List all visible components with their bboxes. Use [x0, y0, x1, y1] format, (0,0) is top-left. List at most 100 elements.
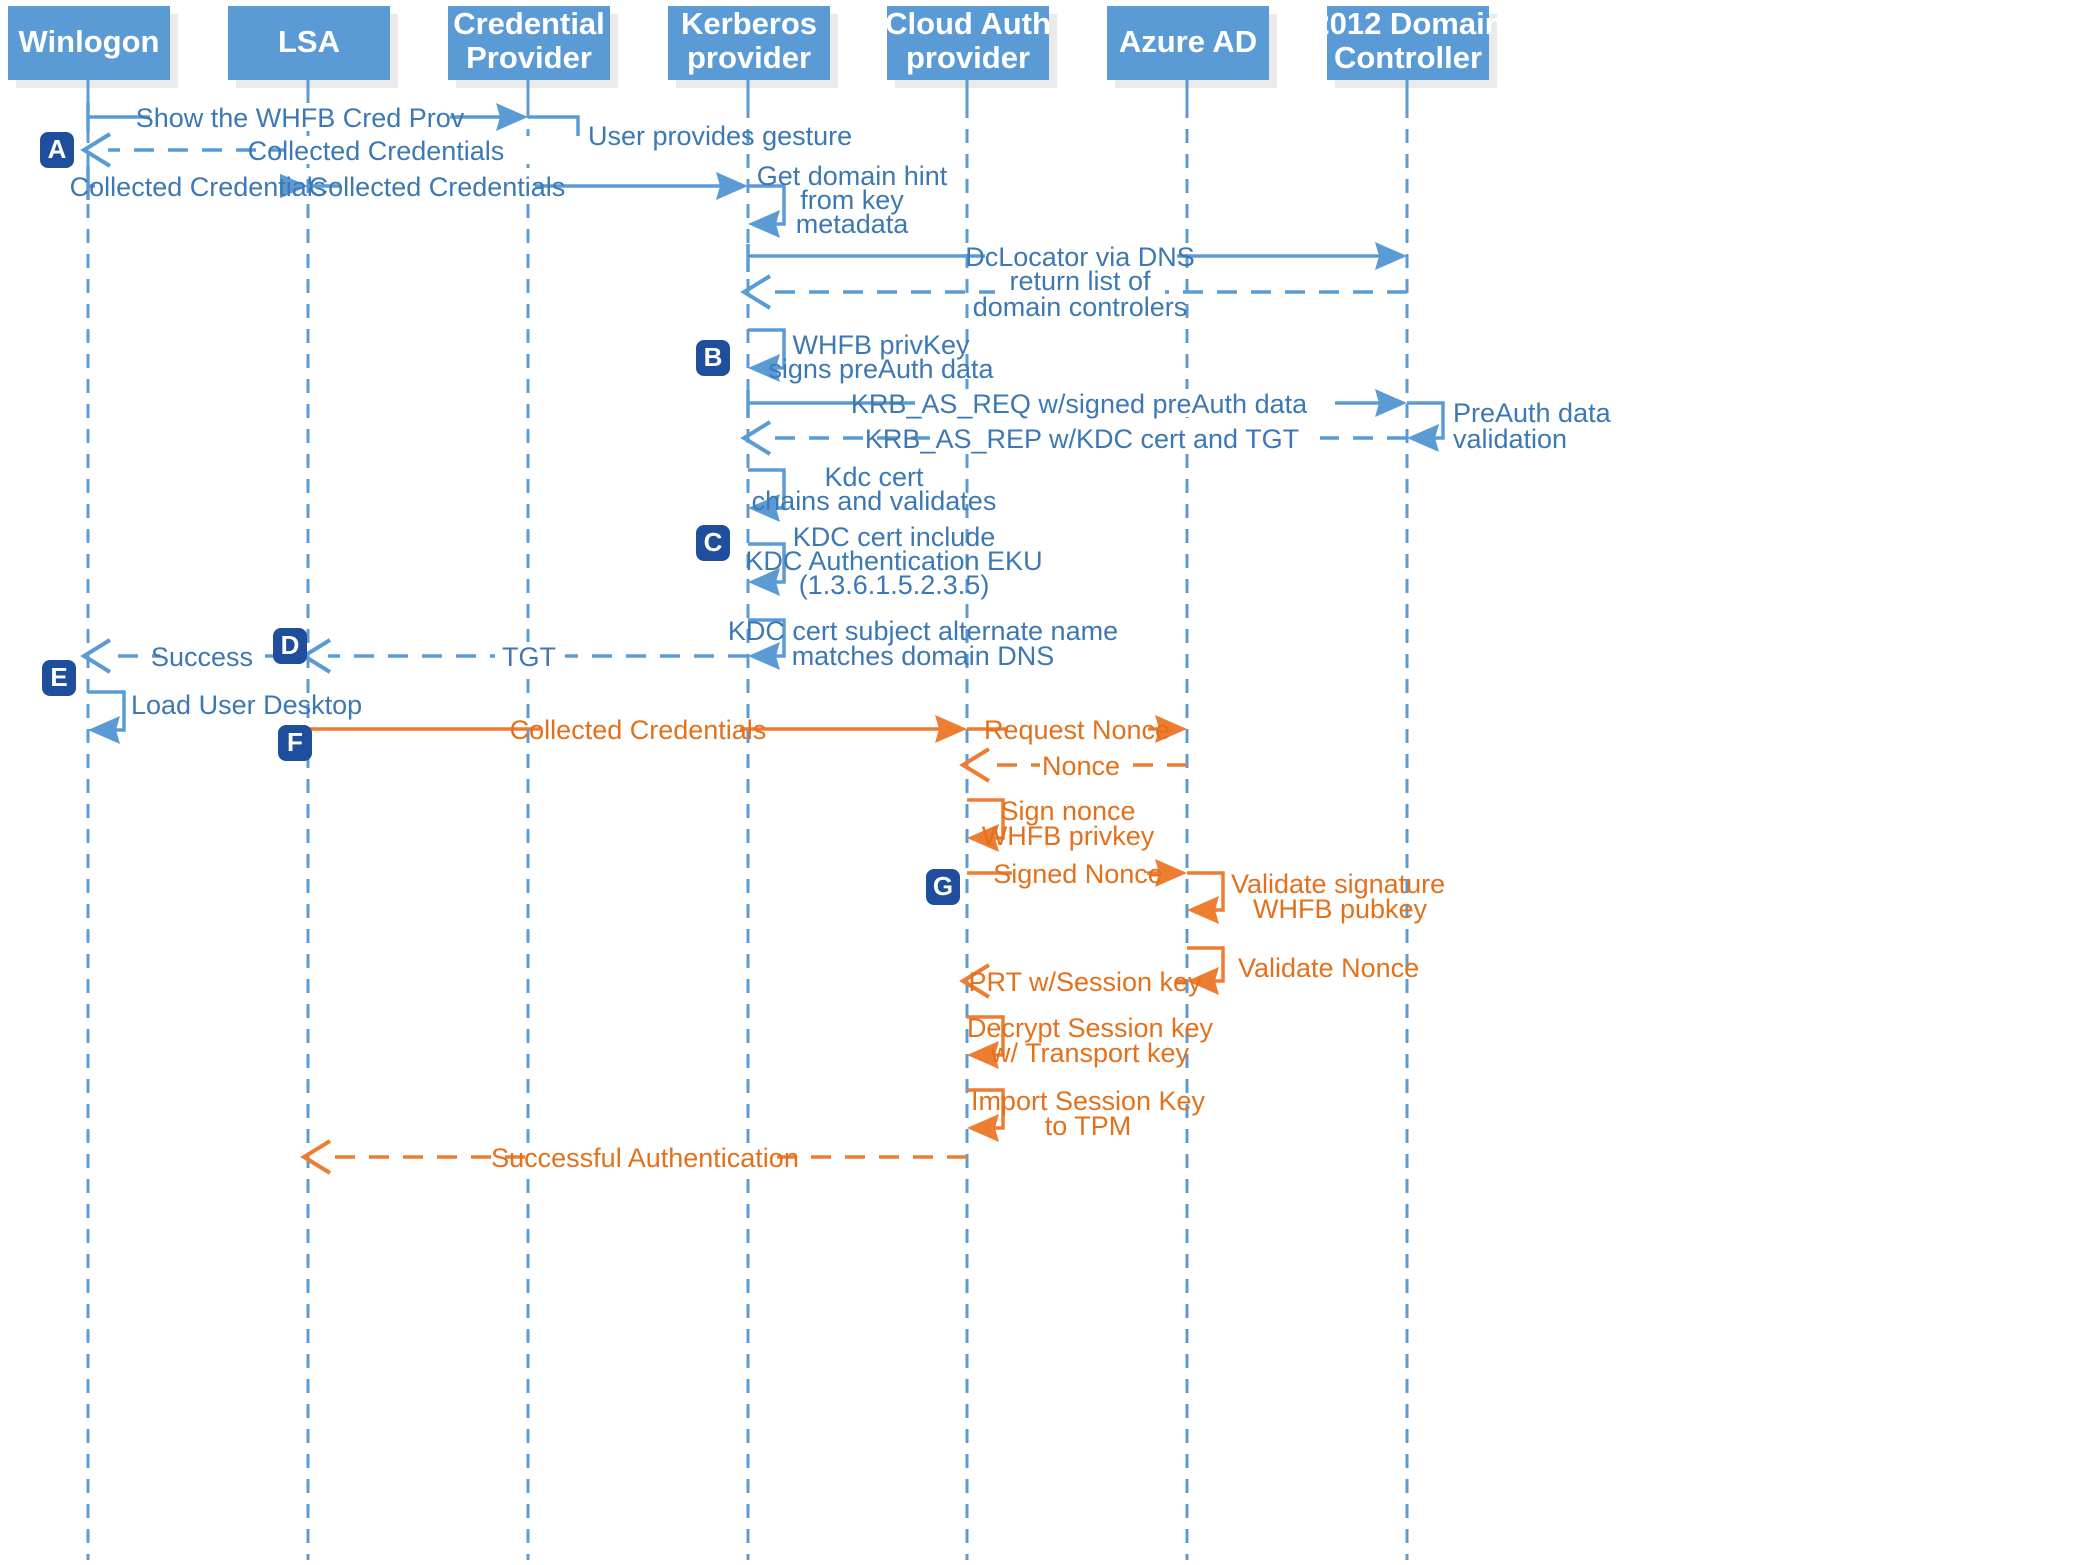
- message-successful-authentication[interactable]: Successful Authentication: [300, 1139, 967, 1175]
- message-success[interactable]: Success: [80, 638, 308, 674]
- msg-label-signed-nonce: Signed Nonce: [993, 859, 1163, 889]
- msg-label-kdc-san-l1: KDC cert subject alternate name: [728, 616, 1118, 646]
- lifeline-header-kerberos-provider[interactable]: Kerberos provider: [668, 6, 838, 88]
- lifeline-label-kerberos-line2: provider: [687, 40, 811, 75]
- arrowhead-left-open: [300, 1139, 332, 1175]
- message-krb-as-req[interactable]: KRB_AS_REQ w/signed preAuth data: [746, 389, 1407, 419]
- msg-label-kdc-eku-l2: KDC Authentication EKU: [745, 546, 1042, 576]
- step-badge-f[interactable]: F: [278, 725, 312, 761]
- arrowhead-left-open: [740, 274, 772, 310]
- arrowhead-left: [1187, 896, 1219, 924]
- msg-self-path: [748, 618, 786, 658]
- message-nonce[interactable]: Nonce: [959, 747, 1187, 783]
- message-request-nonce[interactable]: Request Nonce: [967, 715, 1187, 745]
- step-badge-e[interactable]: E: [42, 660, 76, 696]
- step-badge-g[interactable]: G: [926, 869, 960, 905]
- arrowhead-left: [748, 494, 780, 522]
- msg-label-validate-signature-l1: Validate signature: [1231, 869, 1445, 899]
- lifeline-label-credprov-line1: Credential: [453, 6, 605, 41]
- credential-provider-box: [448, 6, 610, 80]
- msg-label-nonce: Nonce: [1042, 751, 1120, 781]
- domain-controller-box: [1327, 6, 1489, 80]
- message-signed-nonce[interactable]: Signed Nonce: [967, 859, 1187, 889]
- message-prt-session-key[interactable]: PRT w/Session key: [959, 963, 1202, 999]
- lifeline-header-cloud-auth-provider[interactable]: Cloud Auth provider: [885, 6, 1057, 88]
- message-collected-credentials-lsa-kerberos[interactable]: Collected Credentials: [308, 172, 748, 202]
- label-backdrop: [150, 103, 450, 131]
- lifeline-header-credential-provider[interactable]: Credential Provider: [448, 6, 618, 88]
- label-backdrop: [930, 424, 1320, 452]
- msg-label-collected-credentials-3: Collected Credentials: [309, 172, 566, 202]
- arrowhead-left: [748, 354, 780, 382]
- lifeline-label-azure-ad: Azure AD: [1119, 24, 1257, 59]
- message-validate-signature-whfb-pubkey[interactable]: Validate signature WHFB pubkey: [1187, 869, 1445, 924]
- message-kdc-cert-include-eku[interactable]: KDC cert include KDC Authentication EKU …: [745, 522, 1042, 600]
- message-load-user-desktop[interactable]: Load User Desktop: [88, 690, 362, 744]
- lifelines: [86, 80, 1409, 1560]
- message-krb-as-rep[interactable]: KRB_AS_REP w/KDC cert and TGT: [740, 420, 1407, 456]
- lifeline-label-kerberos-line1: Kerberos: [681, 6, 817, 41]
- arrowhead-right: [496, 103, 528, 131]
- lifeline-header-winlogon[interactable]: Winlogon: [8, 6, 178, 88]
- arrowhead-right: [276, 172, 308, 200]
- arrowhead-left-open: [959, 963, 991, 999]
- label-backdrop: [915, 389, 1335, 417]
- msg-label-tgt: TGT: [502, 642, 556, 672]
- message-return-list-of-domain-controlers[interactable]: return list of domain controlers: [740, 266, 1407, 322]
- msg-label-decrypt-session-l2: w/ Transport key: [990, 1038, 1190, 1068]
- msg-label-get-domain-hint-l3: metadata: [796, 209, 910, 239]
- step-badge-c[interactable]: C: [696, 525, 730, 561]
- msg-label-load-user-desktop: Load User Desktop: [131, 690, 362, 720]
- msg-label-import-session-l2: to TPM: [1045, 1111, 1132, 1141]
- step-badge-b[interactable]: B: [696, 340, 730, 376]
- label-backdrop: [1040, 751, 1125, 779]
- msg-self-path: [1407, 401, 1445, 440]
- badge-d-bg: [273, 628, 307, 664]
- label-backdrop: [995, 967, 1175, 995]
- message-validate-nonce[interactable]: Validate Nonce: [1187, 946, 1419, 995]
- message-get-domain-hint[interactable]: Get domain hint from key metadata: [748, 161, 948, 239]
- lifeline-label-cloudauth-line1: Cloud Auth: [885, 6, 1051, 41]
- message-kdc-cert-subject-alt-name[interactable]: KDC cert subject alternate name matches …: [728, 616, 1118, 671]
- message-dclocator-via-dns[interactable]: DcLocator via DNS: [746, 242, 1407, 272]
- label-backdrop: [1008, 715, 1148, 743]
- message-collected-credentials-winlogon-lsa[interactable]: Collected Credentials: [70, 166, 327, 202]
- message-tgt[interactable]: TGT: [300, 638, 748, 674]
- arrowhead-right: [1375, 389, 1407, 417]
- badge-f-bg: [278, 725, 312, 761]
- message-import-session-key-tpm[interactable]: Import Session Key to TPM: [967, 1086, 1206, 1142]
- lifeline-label-cloudauth-line2: provider: [906, 40, 1030, 75]
- arrowhead-left-open: [80, 638, 112, 674]
- message-decrypt-session-key[interactable]: Decrypt Session key w/ Transport key: [967, 1013, 1214, 1069]
- arrowhead-left: [88, 716, 120, 744]
- msg-self-path: [748, 468, 786, 510]
- step-badge-d[interactable]: D: [273, 628, 307, 664]
- message-kdc-cert-chains-validates[interactable]: Kdc cert chains and validates: [748, 462, 996, 522]
- lifeline-header-2012-domain-controller[interactable]: 2012 Domain Controller: [1312, 6, 1504, 88]
- msg-self-path: [967, 798, 1005, 840]
- msg-self-path: [748, 328, 786, 370]
- arrowhead-left: [967, 1114, 999, 1142]
- message-show-whfb-cred-prov[interactable]: Show the WHFB Cred Prov: [86, 102, 528, 133]
- lifeline-header-lsa[interactable]: LSA: [228, 6, 398, 88]
- msg-label-get-domain-hint-l2: from key: [800, 185, 904, 215]
- step-badge-a[interactable]: A: [40, 132, 74, 168]
- msg-label-krb-as-req: KRB_AS_REQ w/signed preAuth data: [851, 389, 1308, 419]
- message-sign-nonce-whfb-privkey[interactable]: Sign nonce WHFB privkey: [967, 796, 1155, 852]
- label-backdrop: [1012, 859, 1147, 887]
- badge-c-label: C: [704, 527, 723, 557]
- message-whfb-privkey-signs-preauth[interactable]: WHFB privKey signs preAuth data: [748, 328, 995, 384]
- msg-label-kdc-eku-l1: KDC cert include: [793, 522, 996, 552]
- badge-e-label: E: [50, 662, 67, 692]
- message-collected-credentials-orange[interactable]: Collected Credentials: [308, 715, 967, 745]
- msg-label-show-whfb-cred-prov: Show the WHFB Cred Prov: [136, 103, 465, 133]
- step-badges: A B C D E F G: [40, 132, 960, 905]
- lifeline-label-credprov-line2: Provider: [466, 40, 592, 75]
- label-backdrop: [340, 172, 535, 200]
- message-collected-credentials-credprov-winlogon[interactable]: Collected Credentials: [80, 132, 585, 168]
- lifeline-label-lsa: LSA: [278, 24, 340, 59]
- lifeline-header-azure-ad[interactable]: Azure AD: [1107, 6, 1277, 88]
- message-preauth-data-validation[interactable]: PreAuth data validation: [1407, 398, 1612, 454]
- arrowhead-left: [1407, 424, 1439, 452]
- msg-label-kdc-san-l2: matches domain DNS: [792, 641, 1055, 671]
